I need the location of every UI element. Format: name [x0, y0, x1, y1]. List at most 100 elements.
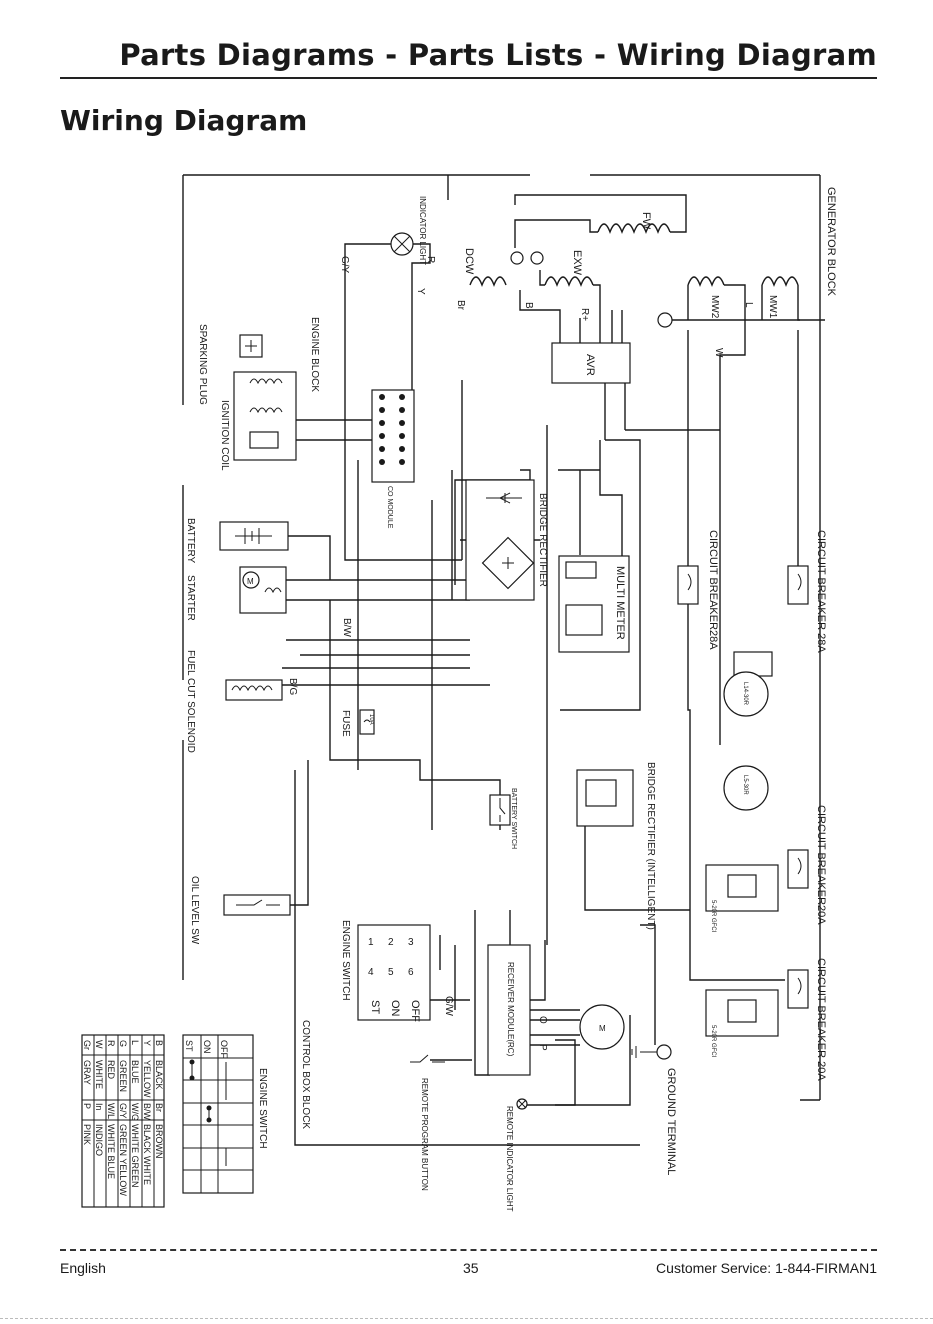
indicator-light: INDICATOR LIGHT — [344, 196, 431, 430]
legend-code: P — [82, 1103, 92, 1109]
ground-terminal-label: GROUND TERMINAL — [665, 1068, 677, 1175]
footer-page-number: 35 — [463, 1260, 479, 1276]
engine-block-label: ENGINE BLOCK — [309, 317, 320, 392]
wire-label: B/W — [341, 618, 352, 637]
engine-switch-st-label: ST — [369, 1000, 381, 1014]
engine-switch-table-title: ENGINE SWITCH — [257, 1068, 268, 1149]
legend-code: B — [154, 1040, 164, 1046]
engine-switch-off-label: OFF — [409, 1000, 421, 1022]
engine-switch-table-row-off: OFF — [219, 1040, 229, 1058]
legend-color: GRAY — [82, 1060, 92, 1085]
ground-terminal: GROUND TERMINAL — [631, 1044, 677, 1175]
outlet-l14-30r: L14-30R — [723, 651, 773, 717]
battery-switch: BATTERY SWITCH — [489, 788, 517, 849]
legend-color: GREEN YELLOW — [118, 1124, 128, 1196]
legend-code: Gr — [82, 1040, 92, 1050]
winding-mw2-label: MW2 — [709, 295, 720, 319]
outlet-l5-30r: L5-30R — [723, 765, 769, 811]
wire-label: R — [425, 256, 436, 263]
gfci-lower-label: 5-20R GFCI — [710, 1025, 716, 1058]
ignition-coil: IGNITION COIL — [219, 371, 372, 471]
gfci-upper-label: 5-20R GFCI — [710, 900, 716, 933]
circuit-breaker-28a-left: CIRCUIT BREAKER28A — [677, 530, 719, 650]
outlet-l14-label: L14-30R — [742, 682, 748, 706]
remote-indicator-light-label: REMOTE INDICATOR LIGHT — [505, 1106, 514, 1212]
winding-fw-label: FW — [640, 212, 652, 230]
wire-label: B — [523, 302, 534, 309]
fuse: 10A FUSE — [340, 709, 375, 737]
engine-switch-terminal-4: 4 — [368, 967, 374, 978]
wire-label: O — [537, 1016, 548, 1024]
legend-code: G/Y — [118, 1103, 128, 1119]
legend-color: YELLOW — [142, 1060, 152, 1098]
legend-code: B/W — [142, 1103, 152, 1121]
fuel-cut-solenoid-label: FUEL CUT SOLENOID — [185, 650, 196, 753]
wire-labels: R Y G/Y B W Br B/W B/G R+ L G/W O P — [287, 256, 754, 1051]
section-title: Wiring Diagram — [60, 104, 308, 137]
starter-label: STARTER — [185, 575, 196, 621]
indicator-light-label: INDICATOR LIGHT — [418, 196, 427, 265]
legend-color: RED — [106, 1060, 116, 1080]
wire-label: L — [743, 302, 754, 308]
header-divider — [60, 77, 877, 79]
wire-color-legend: B BLACK Br BROWN Y YELLOW B/W BLACK WHIT… — [81, 1034, 165, 1208]
ignition-coil-label: IGNITION COIL — [219, 400, 230, 471]
legend-color: WHITE GREEN — [130, 1124, 140, 1188]
legend-color: WHITE BLUE — [106, 1124, 116, 1179]
receiver-motor-symbol: M — [599, 1024, 606, 1033]
engine-switch-terminal-2: 2 — [388, 937, 394, 948]
engine-switch-table-row-st: ST — [184, 1040, 194, 1052]
remote-program-button: REMOTE PROGRAM BUTTON — [410, 1054, 445, 1191]
harness-wires — [282, 320, 799, 1106]
bridge-rectifier: BRIDGE RECTIFIER — [465, 479, 548, 601]
fuel-cut-solenoid: FUEL CUT SOLENOID — [185, 650, 283, 753]
wire-label: W — [713, 348, 724, 358]
generator-block-label: GENERATOR BLOCK — [825, 187, 837, 297]
legend-color: INDIGO — [94, 1124, 104, 1156]
wire-label: P — [537, 1044, 548, 1051]
sparking-plug: SPARKING PLUG — [197, 324, 263, 405]
engine-switch-terminal-6: 6 — [408, 967, 414, 978]
gfci-outlet-lower: 5-20R GFCI — [705, 989, 779, 1058]
legend-code: W/L — [106, 1103, 116, 1119]
fuse-label: FUSE — [340, 710, 351, 737]
wire-label: Br — [455, 300, 466, 311]
page-edge-divider — [0, 1318, 933, 1319]
engine-switch: 1 2 3 4 5 6 OFF ON ST ENGINE SWITCH — [340, 920, 431, 1022]
legend-code: Br — [154, 1103, 164, 1112]
outlet-l5-label: L5-30R — [742, 775, 748, 795]
page-header-title: Parts Diagrams - Parts Lists - Wiring Di… — [119, 38, 877, 72]
wire-label: B/G — [287, 678, 298, 695]
generator-windings: FW EXW DCW MW2 MW1 — [463, 194, 825, 328]
remote-indicator-light: REMOTE INDICATOR LIGHT — [505, 1098, 528, 1212]
engine-switch-terminal-3: 3 — [408, 937, 414, 948]
circuit-breaker-20a-upper: CIRCUIT BREAKER20A — [787, 805, 827, 925]
gfci-outlet-upper: 5-20R GFCI — [705, 864, 779, 933]
legend-color: BLACK WHITE — [142, 1124, 152, 1185]
bridge-rectifier-intelligent-label: BRIDGE RECTIFIER (INTELLIGENT) — [645, 762, 656, 930]
wire-label: G/W — [443, 996, 454, 1017]
receiver-module-label: RECEIVER MODULE(RC) — [506, 962, 515, 1057]
legend-color: BLUE — [130, 1060, 140, 1084]
winding-exw-label: EXW — [571, 250, 583, 276]
oil-level-switch: OIL LEVEL SW — [189, 760, 309, 945]
wire-label: Y — [415, 288, 426, 295]
wire-label: R+ — [579, 308, 590, 321]
legend-color: WHITE — [94, 1060, 104, 1089]
starter-motor-symbol: M — [247, 577, 254, 586]
circuit-breaker-28a-right: CIRCUIT BREAKER 28A — [787, 530, 827, 653]
wire-label: G/Y — [339, 256, 350, 274]
footer-divider — [60, 1249, 877, 1251]
legend-color: BLACK — [154, 1060, 164, 1090]
circuit-breaker-20a-upper-label: CIRCUIT BREAKER20A — [815, 805, 827, 925]
engine-switch-terminal-1: 1 — [368, 937, 374, 948]
circuit-breaker-20a-lower-label: CIRCUIT BREAKER 20A — [815, 958, 827, 1081]
legend-code: In — [94, 1103, 104, 1111]
legend-code: W — [94, 1040, 104, 1049]
engine-switch-table-row-on: ON — [202, 1040, 212, 1054]
engine-switch-on-label: ON — [389, 1000, 401, 1017]
legend-color: GREEN — [118, 1060, 128, 1092]
diagram-frame — [182, 174, 821, 1146]
bridge-rectifier-intelligent: BRIDGE RECTIFIER (INTELLIGENT) — [576, 762, 656, 930]
